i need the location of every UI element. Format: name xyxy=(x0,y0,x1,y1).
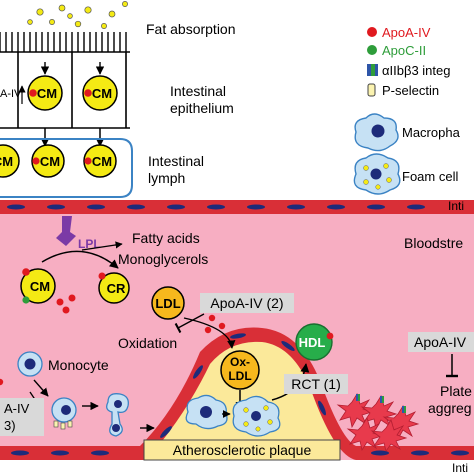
integrin-legend-icon xyxy=(367,64,378,76)
intestinal-lymph: CM CM CM xyxy=(0,138,133,198)
intestinal-epithelium-label-1: Intestinal xyxy=(170,83,226,99)
legend: ApoA-IV ApoC-II αIIbβ3 integ P-selectin … xyxy=(353,25,461,195)
intestinal-lymph-label-2: lymph xyxy=(148,170,185,186)
cr-particle: CR xyxy=(98,272,130,304)
ox-ldl-particle: Ox- LDL xyxy=(220,350,260,390)
apoa4-2-callout xyxy=(200,293,294,313)
intima-bottom-area xyxy=(0,460,474,474)
hdl-label: HDL xyxy=(299,335,326,350)
foam-cell-in-plaque xyxy=(232,395,281,437)
monocyte-label: Monocyte xyxy=(48,357,109,373)
platelet-label-2: aggreg xyxy=(428,400,472,416)
endothelial-nuclei-bottom xyxy=(11,333,469,456)
inhibition-line xyxy=(174,313,205,334)
apoa4-right-callout xyxy=(408,332,474,352)
legend-foam-cell: Foam cell xyxy=(402,169,458,184)
fatty-acids-arrow xyxy=(81,241,123,251)
ox-ldl-label-2: LDL xyxy=(228,369,251,383)
oxidation-label: Oxidation xyxy=(118,335,177,351)
cm-particle-blood: CM xyxy=(20,268,56,304)
vessel-wall-bottom xyxy=(0,327,474,460)
fatty-acids-label: Fatty acids xyxy=(132,230,200,246)
cm-label: CM xyxy=(0,154,13,169)
intima-bottom-label: Inti xyxy=(452,461,468,474)
legend-apoc2: ApoC-II xyxy=(382,43,426,58)
legend-pselectin: P-selectin xyxy=(382,83,439,98)
microvilli xyxy=(0,32,127,52)
pselectin-legend-icon xyxy=(367,83,376,97)
integrin-on-platelets xyxy=(356,394,406,413)
bloodstream-label: Bloodstre xyxy=(404,235,463,251)
rolling-monocyte xyxy=(51,397,77,430)
monocyte xyxy=(17,351,43,377)
monocyte-arrow xyxy=(33,379,49,397)
cm-label: CM xyxy=(92,86,112,101)
intima-top-label: Inti xyxy=(448,199,464,213)
monoglycerols-label: Monoglycerols xyxy=(118,251,208,267)
transmigrating-monocyte xyxy=(106,393,129,437)
apoc2-legend-icon xyxy=(367,45,377,55)
apoa-iv-side-label: A-IV xyxy=(0,88,22,100)
epithelial-cells xyxy=(0,51,130,129)
cm-particle-lymph-2: CM xyxy=(31,144,65,178)
rct-label: RCT (1) xyxy=(291,376,341,392)
cm-particle-lymph-3: CM xyxy=(83,144,117,178)
intestinal-epithelium-label-2: epithelium xyxy=(170,100,234,116)
legend-apoa4: ApoA-IV xyxy=(382,25,431,40)
fat-droplets xyxy=(27,1,128,29)
ox-ldl-label-1: Ox- xyxy=(230,355,250,369)
intestinal-epithelium: CM CM A-IV xyxy=(0,1,130,147)
vessel-wall-top xyxy=(0,200,474,214)
apoa4-2-label: ApoA-IV (2) xyxy=(210,295,283,311)
cm-label: CM xyxy=(40,154,60,169)
cm-particle-lymph-1: CM xyxy=(0,144,20,178)
cm-label: CM xyxy=(92,154,112,169)
oxidation-arrow xyxy=(183,317,236,349)
lipolysis-arrow xyxy=(41,250,119,269)
apoa4-right-label: ApoA-IV xyxy=(414,334,467,350)
foam-cell-legend-icon xyxy=(353,153,401,195)
platelet-aggregate xyxy=(336,393,420,452)
legend-macrophage: Macropha xyxy=(402,125,461,140)
macrophage-legend-icon xyxy=(354,113,399,152)
apoa4-left-label-1: A-IV xyxy=(4,401,30,416)
plaque-label: Atherosclerotic plaque xyxy=(173,442,312,458)
legend-integrin: αIIbβ3 integ xyxy=(382,63,450,78)
cr-label: CR xyxy=(107,281,126,296)
cm-particle-epi-1: CM xyxy=(27,75,63,111)
fat-absorption-label: Fat absorption xyxy=(146,21,236,37)
free-apoa4-dots xyxy=(0,294,226,386)
hdl-particle: HDL xyxy=(295,323,334,361)
cm-label: CM xyxy=(37,86,57,101)
ldl-particle: LDL xyxy=(151,286,185,320)
cm-particle-epi-2: CM xyxy=(82,75,118,111)
cm-blood-label: CM xyxy=(30,279,50,294)
blood-vessel xyxy=(0,200,474,474)
apoa4-legend-icon xyxy=(367,27,377,37)
plaque-label-box xyxy=(143,439,341,461)
apoa4-left-label-2: 3) xyxy=(4,418,16,433)
intestinal-lymph-label-1: Intestinal xyxy=(148,153,204,169)
ldl-label: LDL xyxy=(155,296,180,311)
endothelial-nuclei-top xyxy=(7,204,425,210)
platelet-label-1: Plate xyxy=(440,383,472,399)
apoa4-left-callout xyxy=(0,398,44,436)
rct-callout xyxy=(284,374,348,394)
